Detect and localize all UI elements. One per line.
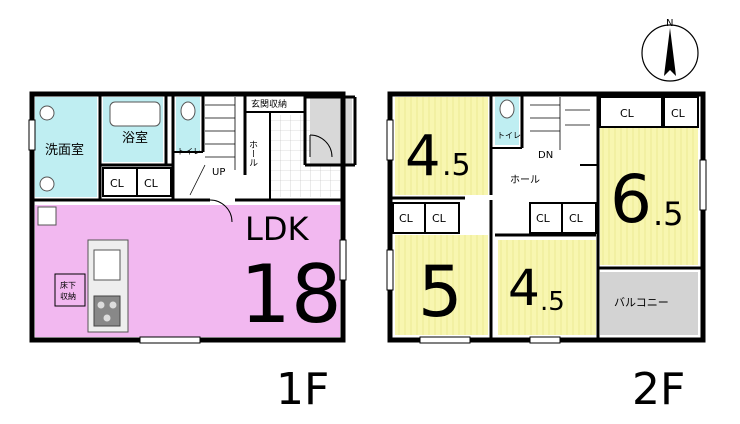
underfloor-storage-box: [54, 273, 86, 307]
walls-1f: [29, 91, 357, 343]
floor-2f: 4 .5 5 4 .5 6 .5 トイレ DN ホール バルコニー CL CL …: [386, 91, 707, 415]
room-2f-topleft-fill: [395, 97, 488, 195]
underfloor-label-2: 収納: [60, 291, 76, 301]
toilet-1f-label: トイレ: [177, 147, 201, 156]
up-label: UP: [212, 167, 225, 178]
room-2f-bottommid-decimal: .5: [540, 287, 565, 317]
floor-1f: 洗面室 浴室 トイレ 玄関収納 ホール UP CL CL LDK 18 床下 収…: [28, 91, 357, 415]
cl-1f-left-label: CL: [110, 177, 125, 190]
sink-icon: [93, 249, 121, 281]
cl-box-2f-top-1: [599, 96, 663, 128]
cl-2f-top-1-label: CL: [620, 107, 635, 120]
cl-1f-right-label: CL: [144, 177, 159, 190]
kitchen-counter: [87, 239, 129, 333]
ldk-size: 18: [240, 248, 342, 341]
cl-box-2f-mid-1: [392, 202, 426, 234]
floor-2f-label: 2F: [632, 364, 685, 415]
stairs-2f: [530, 97, 590, 150]
cl-box-2f-mid-2: [424, 202, 460, 234]
room-2f-bottomleft-fill: [395, 235, 488, 335]
cl-2f-mid-1-label: CL: [399, 212, 414, 225]
toilet-2f-label: トイレ: [497, 131, 521, 140]
floor-1f-label: 1F: [276, 364, 329, 415]
cl-2f-top-2-label: CL: [671, 107, 686, 120]
stairs-1f: [189, 97, 236, 196]
cl-2f-mid-3-label: CL: [536, 212, 551, 225]
fridge-space: [37, 206, 57, 226]
bathtub-icon: [109, 101, 161, 127]
cl-box-2f-top-2: [663, 96, 699, 128]
hall-2f-label: ホール: [510, 174, 540, 186]
room-2f-bottommid-fill: [498, 240, 596, 335]
toilet-2f-icon: [499, 99, 515, 119]
room-2f-topleft-size: 4: [405, 124, 441, 189]
balcony-fill: [600, 272, 698, 335]
washbasin-icon: [39, 176, 55, 192]
north-compass-icon: N: [641, 18, 699, 82]
washer-icon: [39, 105, 55, 121]
dn-label: DN: [538, 150, 553, 161]
room-2f-right-decimal: .5: [653, 195, 684, 233]
cl-box-2f-mid-4: [561, 202, 597, 234]
cl-2f-mid-2-label: CL: [432, 212, 447, 225]
compass-label: N: [666, 18, 673, 29]
room-2f-right-size: 6: [610, 161, 652, 238]
ldk-fill: [35, 205, 340, 337]
cl-2f-mid-4-label: CL: [569, 212, 584, 225]
room-2f-bottomleft-size: 5: [418, 251, 463, 333]
hall-1f-label: ホール: [247, 140, 258, 167]
room-2f-right-fill: [600, 128, 698, 265]
entrance-storage-label: 玄関収納: [251, 98, 287, 110]
windows-1f: [28, 119, 347, 344]
room-2f-bottommid-size: 4: [508, 259, 540, 317]
toilet-1f-icon: [180, 101, 196, 121]
washroom-label: 洗面室: [45, 142, 84, 158]
cl-box-1f-right: [136, 167, 172, 197]
windows-2f: [386, 119, 707, 344]
porch-fill: [310, 97, 352, 165]
balcony-label: バルコニー: [614, 296, 669, 309]
room-2f-topleft-decimal: .5: [442, 148, 471, 183]
ldk-label: LDK: [245, 210, 309, 248]
cl-box-1f-left: [102, 167, 138, 197]
underfloor-label-1: 床下: [60, 280, 76, 290]
bathroom-label: 浴室: [122, 130, 148, 146]
